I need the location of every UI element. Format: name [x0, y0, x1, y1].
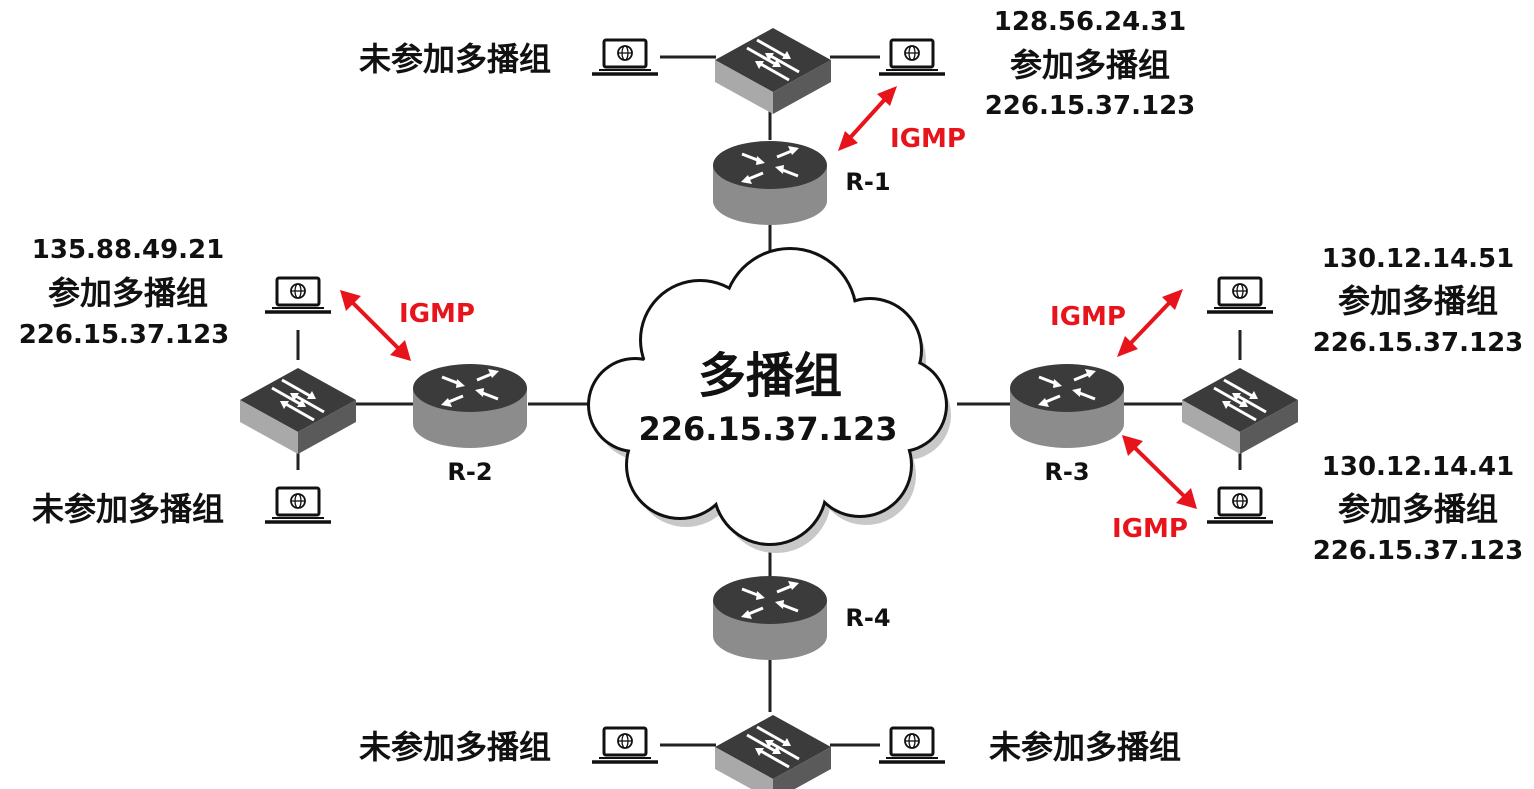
host-ip-right-top: 130.12.14.51: [1322, 244, 1514, 274]
host-group-top-right: 226.15.37.123: [985, 91, 1196, 121]
switch-icon-right: [1180, 366, 1300, 456]
igmp-label-r2: IGMP: [399, 299, 475, 329]
laptop-icon-right-top: [1205, 276, 1275, 314]
laptop-icon-bottom-left: [590, 726, 660, 764]
router-icon-r4: [711, 574, 829, 662]
host-group-right-bottom: 226.15.37.123: [1313, 536, 1524, 566]
multicast-group-cloud: 多播组 226.15.37.123: [587, 247, 951, 553]
host-ip-left-top: 135.88.49.21: [32, 235, 224, 265]
igmp-label-r1: IGMP: [890, 124, 966, 154]
cloud-address: 226.15.37.123: [638, 410, 897, 448]
laptop-icon-right-bottom: [1205, 486, 1275, 524]
cloud-title: 多播组: [698, 348, 842, 404]
igmp-label-r3-top: IGMP: [1050, 302, 1126, 332]
switch-icon-bottom: [713, 713, 833, 789]
host-status-bottom-left: 未参加多播组: [359, 728, 551, 766]
igmp-label-r3-bottom: IGMP: [1112, 514, 1188, 544]
laptop-icon-left-top: [263, 276, 333, 314]
host-status-left-bottom: 未参加多播组: [32, 490, 224, 528]
host-ip-top-right: 128.56.24.31: [994, 7, 1186, 37]
igmp-arrow-r2: [340, 290, 411, 361]
host-status-left-top: 参加多播组: [48, 274, 208, 312]
igmp-arrow-r3-top: [1117, 289, 1183, 357]
host-group-left-top: 226.15.37.123: [19, 320, 230, 350]
host-ip-right-bottom: 130.12.14.41: [1322, 452, 1514, 482]
router-label-r3: R-3: [1044, 458, 1089, 486]
igmp-arrows: [340, 86, 1197, 509]
switch-icon-left: [238, 366, 358, 456]
host-status-right-bottom: 参加多播组: [1338, 490, 1498, 528]
host-group-right-top: 226.15.37.123: [1313, 328, 1524, 358]
laptop-icon-left-bottom: [263, 486, 333, 524]
host-status-bottom-right: 未参加多播组: [989, 728, 1181, 766]
host-status-top-left: 未参加多播组: [359, 40, 551, 78]
host-status-right-top: 参加多播组: [1338, 282, 1498, 320]
laptop-icon-top-left: [590, 38, 660, 76]
igmp-arrow-r1: [838, 86, 897, 151]
switch-icon-top: [713, 26, 833, 116]
router-label-r1: R-1: [845, 168, 890, 196]
router-icon-r2: [411, 362, 529, 450]
laptop-icon-bottom-right: [877, 726, 947, 764]
laptop-icon-top-right: [877, 38, 947, 76]
router-icon-r3: [1008, 362, 1126, 450]
router-icon-r1: [711, 139, 829, 227]
igmp-arrow-r3-bottom: [1122, 435, 1197, 509]
router-label-r2: R-2: [447, 458, 492, 486]
router-label-r4: R-4: [845, 604, 890, 632]
host-status-top-right: 参加多播组: [1010, 46, 1170, 84]
